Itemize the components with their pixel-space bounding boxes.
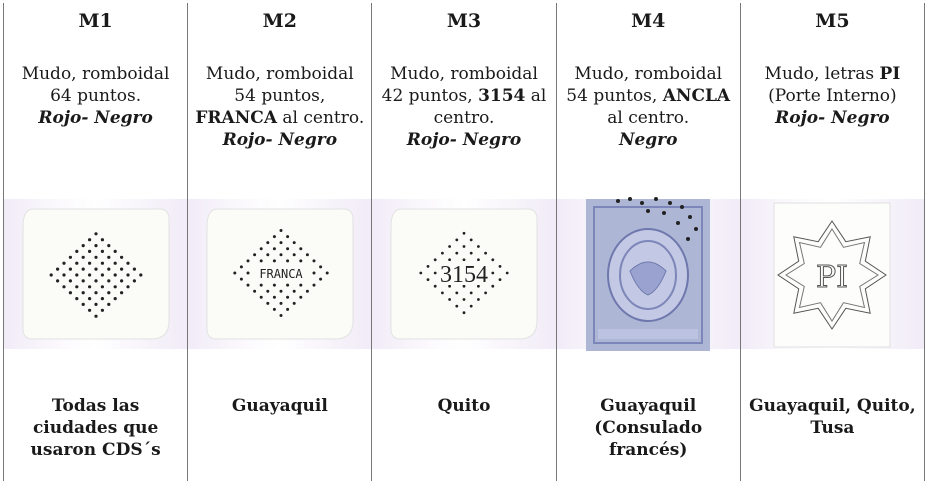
- column-code: M1: [78, 10, 113, 32]
- usage-place: Todas las ciudades que usaron CDS´s: [30, 396, 161, 460]
- usage-place: Guayaquil (Consulado francés): [594, 396, 703, 460]
- rhombus-3154-icon: 3154: [387, 203, 541, 345]
- column-description: Mudo, romboidal 42 puntos, 3154 al centr…: [376, 63, 551, 151]
- usage-place: Quito: [437, 396, 491, 416]
- column-code: M4: [631, 10, 666, 32]
- column-description: Mudo, romboidal 54 puntos, FRANCA al cen…: [192, 63, 367, 151]
- rhombus-franca-icon: FRANCA: [203, 203, 357, 345]
- rhombus-dots-icon: [19, 203, 173, 345]
- ink-colors: Rojo- Negro: [775, 108, 890, 128]
- stamp-center-text: FRANCA: [259, 267, 303, 281]
- usage-place: Guayaquil, Quito, Tusa: [749, 396, 916, 438]
- ink-colors: Rojo- Negro: [406, 130, 522, 150]
- cancelled-stamp-icon: [578, 193, 718, 353]
- ink-colors: Rojo- Negro: [38, 108, 153, 128]
- column-m1: M1 Mudo, romboidal 64 puntos. Rojo- Negr…: [4, 3, 189, 481]
- column-code: M2: [262, 10, 297, 32]
- cancellations-table: M1 Mudo, romboidal 64 puntos. Rojo- Negr…: [3, 3, 925, 481]
- star-pi-icon: PI: [770, 199, 894, 351]
- svg-text:PI: PI: [816, 260, 848, 295]
- ink-colors: Rojo- Negro: [222, 130, 338, 150]
- column-m2: M2 Mudo, romboidal 54 puntos, FRANCA al …: [188, 3, 373, 481]
- column-description: Mudo, romboidal 54 puntos, ANCLA al cent…: [561, 63, 736, 151]
- column-description: Mudo, romboidal 64 puntos. Rojo- Negro: [8, 63, 183, 129]
- stamp-center-text: 3154: [440, 262, 488, 288]
- usage-place: Guayaquil: [231, 396, 328, 416]
- column-m5: M5 Mudo, letras PI (Porte Interno) Rojo-…: [740, 3, 925, 481]
- column-code: M3: [446, 10, 482, 32]
- column-m4: M4 Mudo, romboidal 54 puntos, ANCLA al c…: [556, 3, 741, 481]
- ink-colors: Negro: [618, 130, 678, 150]
- column-description: Mudo, letras PI (Porte Interno) Rojo- Ne…: [745, 63, 920, 129]
- column-m3: M3 Mudo, romboidal 42 puntos, 3154 al ce…: [372, 3, 557, 481]
- column-code: M5: [815, 10, 850, 32]
